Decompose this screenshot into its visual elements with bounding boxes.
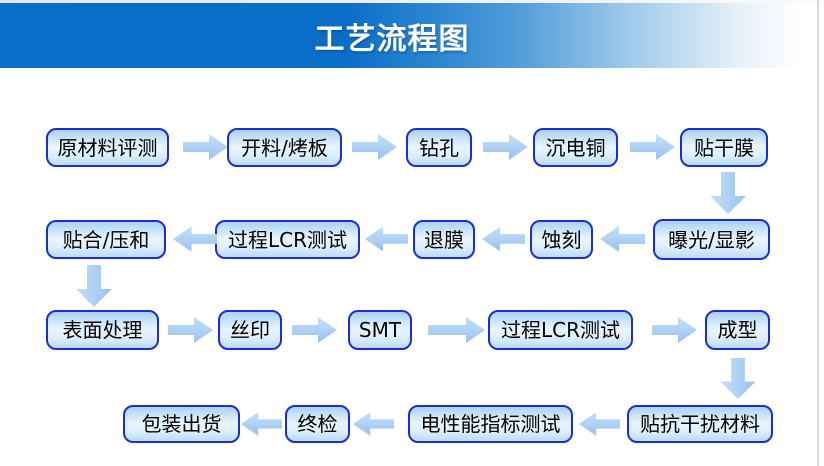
flow-node-label: 退膜	[424, 227, 464, 252]
flow-node-dry-film-lamination: 贴干膜	[680, 128, 768, 167]
flow-node-label: 沉电铜	[545, 135, 606, 160]
arrow-left-icon	[481, 226, 525, 252]
arrow-left-icon	[364, 226, 408, 252]
flow-node-forming: 成型	[705, 310, 770, 350]
flow-node-process-lcr-test-1: 过程LCR测试	[215, 220, 360, 259]
flow-node-label: 过程LCR测试	[500, 318, 620, 342]
arrow-left-icon	[578, 411, 620, 437]
flow-node-label: SMT	[358, 318, 402, 342]
flow-node-label: 终检	[297, 412, 338, 436]
flow-node-film-stripping: 退膜	[413, 220, 475, 259]
flow-node-label: 包装出货	[141, 412, 222, 436]
flow-node-drilling: 钻孔	[406, 128, 472, 167]
header-banner: 工艺流程图	[0, 3, 824, 68]
arrow-right-icon	[292, 317, 338, 343]
flow-node-label: 电性能指标测试	[420, 412, 561, 436]
flow-node-label: 贴抗干扰材料	[640, 412, 760, 436]
arrow-left-icon	[240, 411, 282, 437]
arrow-right-icon	[352, 134, 398, 160]
flow-node-label: 表面处理	[62, 318, 143, 342]
flow-node-electrical-performance-test: 电性能指标测试	[408, 405, 573, 443]
arrow-right-icon	[183, 134, 229, 160]
arrow-right-icon	[168, 317, 214, 343]
flow-node-label: 原材料评测	[57, 135, 158, 160]
flow-node-label: 钻孔	[419, 135, 459, 160]
flowchart-canvas: 原材料评测 开料/烤板 钻孔 沉电铜 贴干膜	[0, 68, 824, 466]
flow-node-label: 开料/烤板	[241, 135, 328, 160]
flow-node-anti-interference-material: 贴抗干扰材料	[627, 405, 773, 443]
header-top-strip	[0, 0, 824, 3]
page-edge-line	[817, 0, 819, 466]
flow-node-label: 成型	[717, 318, 758, 342]
flow-node-packing-shipping: 包装出货	[123, 405, 240, 443]
arrow-right-icon	[652, 317, 698, 343]
flow-node-label: 过程LCR测试	[227, 227, 347, 252]
arrow-right-icon	[428, 317, 486, 343]
flow-node-etching: 蚀刻	[530, 220, 593, 259]
arrow-down-icon	[719, 358, 757, 400]
arrow-down-icon	[75, 265, 113, 308]
arrow-left-icon	[352, 411, 394, 437]
flow-node-label: 蚀刻	[541, 227, 582, 252]
flow-node-cutting-baking: 开料/烤板	[227, 128, 342, 167]
flow-node-lamination-pressing: 贴合/压和	[46, 220, 166, 259]
flow-node-surface-treatment: 表面处理	[46, 310, 159, 350]
flow-node-process-lcr-test-2: 过程LCR测试	[488, 310, 633, 350]
page-title: 工艺流程图	[314, 21, 470, 57]
arrow-right-icon	[483, 134, 529, 160]
flow-node-label: 贴干膜	[694, 135, 754, 160]
flow-node-smt: SMT	[348, 310, 412, 350]
arrow-left-icon	[599, 226, 645, 252]
arrow-down-icon	[709, 172, 747, 215]
flow-node-label: 贴合/压和	[62, 227, 150, 252]
arrow-left-icon	[172, 226, 217, 252]
flow-node-copper-deposition: 沉电铜	[533, 128, 618, 167]
flow-node-exposure-development: 曝光/显影	[653, 219, 770, 260]
flow-node-final-inspection: 终检	[285, 405, 350, 443]
flow-node-label: 丝印	[230, 318, 270, 342]
flow-node-raw-material-evaluation: 原材料评测	[46, 128, 169, 167]
arrow-right-icon	[630, 134, 676, 160]
flow-node-label: 曝光/显影	[668, 227, 755, 252]
flow-node-silkscreen: 丝印	[218, 310, 282, 350]
